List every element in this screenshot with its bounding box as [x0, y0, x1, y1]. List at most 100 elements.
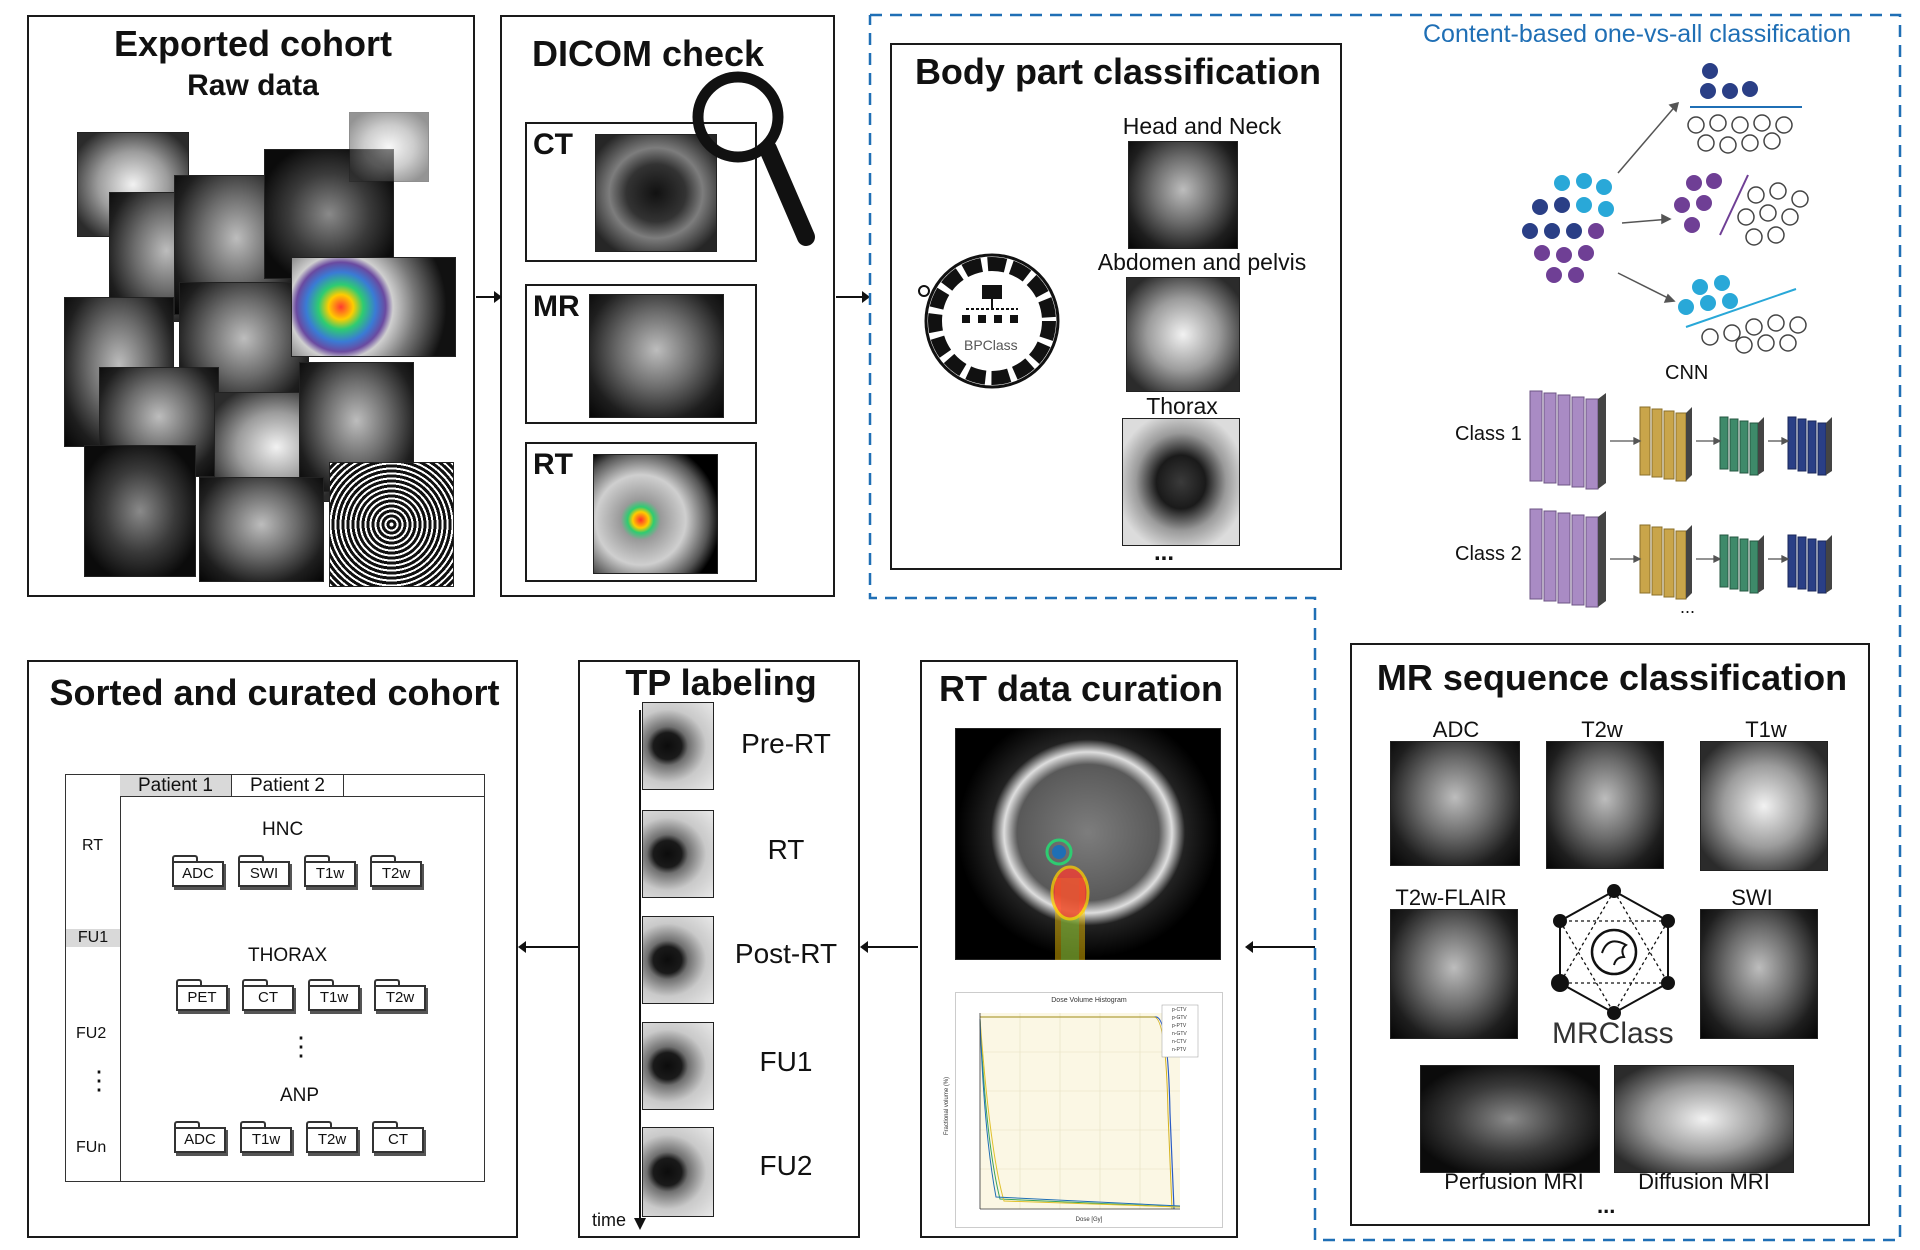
time-axis-label: time [592, 1210, 627, 1230]
dicom-row-ct: CT [525, 122, 757, 262]
mrseq-label-t1w: T1w [1745, 717, 1787, 742]
dvh-title: Dose Volume Histogram [1051, 997, 1127, 1004]
rt-ct-thumb [955, 728, 1221, 960]
diffusion-thumb [1614, 1065, 1794, 1173]
tab-patient-1[interactable]: Patient 1 [120, 775, 232, 797]
mr-thumb [589, 294, 724, 418]
tab-patient-2[interactable]: Patient 2 [232, 775, 344, 797]
rt-dose-thumb [291, 257, 456, 357]
sorted-title: Sorted and curated cohort [49, 672, 500, 713]
dicom-row-rt: RT [525, 442, 757, 582]
mrseq-title: MR sequence classification [1376, 657, 1848, 698]
tp-label-prert: Pre-RT [741, 728, 831, 759]
panel-tp-labeling: TP labeling time Pre-RT RT Post-RT FU1 F… [578, 660, 860, 1238]
head-neck-thumb [1128, 141, 1238, 249]
dvh-ylabel: Fractional volume (%) [944, 1076, 951, 1136]
group-anp: ANP [280, 1085, 320, 1106]
folder-icon[interactable]: ADC [172, 855, 224, 889]
cnn-class-1: Class 1 [1455, 423, 1522, 445]
ct-thumb [595, 134, 717, 252]
folder-icon[interactable]: T1w [304, 855, 356, 889]
arrow-rt-to-tp [860, 941, 918, 953]
time-axis [634, 710, 646, 1230]
dicom-label-mr: MR [533, 290, 580, 323]
tab-bar-rest [344, 796, 484, 797]
dvh-plot [979, 1004, 1199, 1210]
folder-icon[interactable]: T2w [370, 855, 422, 889]
row-label-fu2[interactable]: FU2 [76, 1025, 107, 1042]
dicom-title: DICOM check [532, 33, 765, 74]
folder-icon[interactable]: CT [372, 1121, 424, 1155]
t2w-thumb [1546, 741, 1664, 869]
bpclass-logo-icon [918, 253, 1060, 389]
folder-icon[interactable]: ADC [174, 1121, 226, 1155]
scan-thumb [329, 462, 454, 587]
group-vdots: ⋮ [288, 1031, 314, 1061]
bodypart-title: Body part classification [914, 51, 1322, 92]
panel-mr-sequence: MR sequence classification ADC T2w T1w T… [1350, 643, 1870, 1226]
row-column-divider [120, 775, 121, 1181]
panel-rt-curation: RT data curation Dose Volume Histogram D… [920, 660, 1238, 1238]
mrseq-more: ... [1597, 1193, 1616, 1218]
mrseq-label-perfusion: Perfusion MRI [1444, 1169, 1584, 1194]
bpclass-logo-text: BPClass [964, 337, 1018, 353]
row-label-rt[interactable]: RT [82, 837, 104, 854]
dvh-legend-item: n-GTV [1172, 1031, 1187, 1037]
folder-icon[interactable]: T2w [374, 979, 426, 1013]
tp-label-fu2: FU2 [759, 1150, 813, 1181]
mrclass-logo-icon [1551, 884, 1675, 1020]
panel-exported-cohort: Exported cohort Raw data [27, 15, 475, 597]
exported-title: Exported cohort [113, 23, 392, 64]
panel-body-part: Body part classification Head and Neck A… [890, 43, 1342, 570]
dvh-legend-item: n-CTV [1172, 1039, 1187, 1045]
arrow-tp-to-sorted [518, 941, 578, 953]
folder-icon[interactable]: PET [176, 979, 228, 1013]
arrow-exported-to-dicom [476, 291, 502, 303]
tp-thumb [642, 702, 714, 790]
dvh-legend-item: p-GTV [1172, 1015, 1187, 1021]
folder-icon[interactable]: T2w [306, 1121, 358, 1155]
tp-thumb [642, 1022, 714, 1110]
bodypart-label-ap: Abdomen and pelvis [1097, 249, 1307, 275]
one-vs-all-clusters [1522, 63, 1809, 354]
cohort-tree: Patient 1 Patient 2 RT FU1 FU2 ⋮ FUn HNC… [65, 774, 485, 1182]
dvh-xlabel: Dose [Gy] [1075, 1217, 1103, 1223]
mrseq-label-diffusion: Diffusion MRI [1638, 1169, 1770, 1194]
bodypart-label-hn: Head and Neck [1122, 113, 1282, 139]
tplabel-title: TP labeling [625, 662, 817, 703]
bodypart-label-thorax: Thorax [1146, 393, 1218, 419]
mrseq-label-flair: T2w-FLAIR [1395, 885, 1507, 910]
dvh-legend-item: p-PTV [1172, 1023, 1187, 1029]
cnn-more: ... [1680, 597, 1696, 617]
dvh-chart: Dose Volume Histogram Dose [Gy] Fraction… [944, 992, 1223, 1228]
row-label-fu1[interactable]: FU1 [66, 929, 120, 947]
tp-thumb [642, 1127, 714, 1217]
tp-label-rt: RT [767, 834, 805, 865]
content-based-label: Content-based one-vs-all classification [1423, 20, 1851, 48]
cnn-label: CNN [1665, 362, 1709, 384]
folder-icon[interactable]: T1w [308, 979, 360, 1013]
thorax-thumb [1122, 418, 1240, 546]
dicom-row-mr: MR [525, 284, 757, 424]
adc-thumb [1390, 741, 1520, 866]
rt-thumb [593, 454, 718, 574]
rtcuration-title: RT data curation [938, 668, 1224, 709]
rt-dose-overlay [1045, 838, 1090, 960]
tp-label-postrt: Post-RT [734, 938, 838, 969]
folder-icon[interactable]: CT [242, 979, 294, 1013]
group-hnc: HNC [262, 819, 304, 840]
tp-thumb [642, 916, 714, 1004]
abdomen-thumb [1126, 277, 1240, 392]
folder-icon[interactable]: T1w [240, 1121, 292, 1155]
magnifier-icon [692, 71, 815, 246]
row-vdots: ⋮ [86, 1065, 112, 1095]
mrclass-logo-text: MRClass [1552, 1017, 1674, 1050]
arrow-mrseq-to-rt [1245, 941, 1315, 953]
panel-dicom-check: DICOM check CT MR RT [500, 15, 835, 597]
tp-label-fu1: FU1 [759, 1046, 813, 1077]
mrseq-label-swi: SWI [1731, 885, 1773, 910]
row-label-fun[interactable]: FUn [76, 1139, 107, 1156]
dvh-legend-item: p-CTV [1172, 1007, 1187, 1013]
folder-icon[interactable]: SWI [238, 855, 290, 889]
